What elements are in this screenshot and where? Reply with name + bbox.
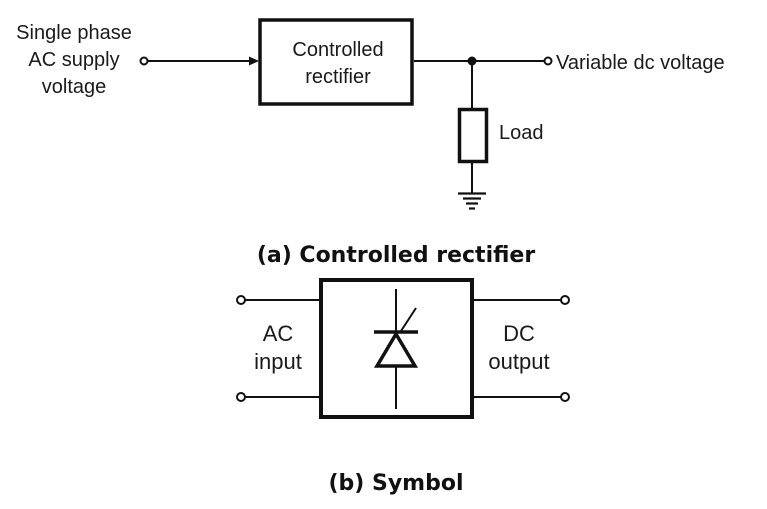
output-terminal [543,56,553,66]
input-label-line-2: AC supply [28,49,119,71]
ground-icon [458,192,486,210]
dc-output-terminal-bottom [560,392,570,402]
input-terminal [139,56,149,66]
block-label-line-1: Controlled [292,39,383,61]
output-label: Variable dc voltage [556,52,725,74]
dc-output-label-line-2: output [488,349,549,374]
ac-input-terminal-bottom [236,392,246,402]
load-label: Load [499,122,544,144]
dc-output-label-line-1: DC [503,321,535,346]
ac-input-label-line-2: input [254,349,302,374]
controlled-rectifier-block [258,18,414,106]
ac-input-label-line-1: AC [263,321,294,346]
input-label-line-3: voltage [42,76,107,98]
input-label: Single phase AC supply voltage [16,22,132,98]
load-resistor [457,107,489,164]
caption-b: (b) Symbol [328,471,463,496]
dc-output-terminal-top [560,295,570,305]
caption-a: (a) Controlled rectifier [257,243,536,268]
thyristor-icon [373,289,419,409]
arrow-head-icon [249,56,259,66]
ac-input-terminal-top [236,295,246,305]
input-label-line-1: Single phase [16,22,132,44]
block-label-line-2: rectifier [305,66,371,88]
